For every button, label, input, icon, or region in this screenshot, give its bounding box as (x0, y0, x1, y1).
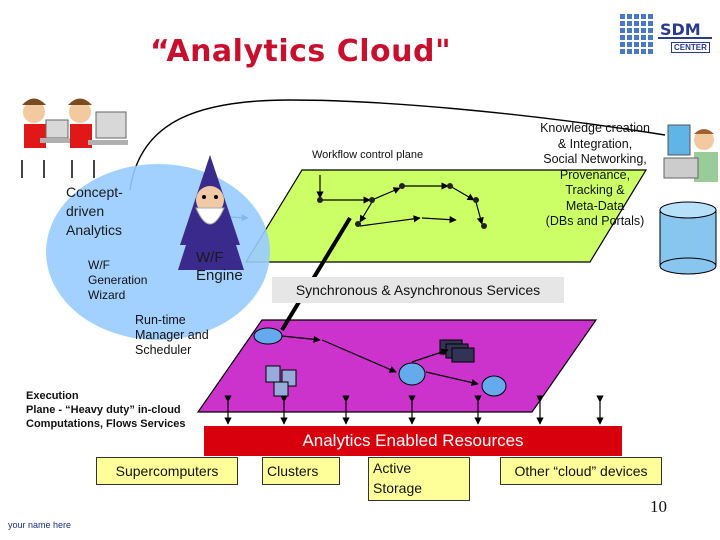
knowledge-line: Meta-Data (565, 198, 625, 213)
page-number: 10 (650, 497, 667, 516)
clusters-box: Clusters (262, 457, 340, 485)
wf-engine-line: Engine (196, 267, 243, 284)
resource-double-arrows (224, 395, 604, 425)
analytics-resources-header: Analytics Enabled Resources (204, 426, 622, 456)
knowledge-line: Knowledge creation (540, 121, 650, 135)
slide-title: “Analytics Cloud" (150, 34, 452, 69)
wf-gen-line: Wizard (88, 288, 126, 302)
knowledge-line: Social Networking, (543, 152, 647, 166)
knowledge-line: (DBs and Portals) (545, 214, 645, 228)
knowledge-line: & Integration, (557, 136, 633, 151)
active-storage-line: Storage (373, 480, 423, 496)
runtime-line: Manager and (135, 328, 209, 342)
active-storage-box: Active Storage (368, 457, 470, 501)
control-plane-nodes (317, 183, 487, 229)
users-clipart (21, 98, 128, 178)
concept-line: driven (66, 203, 105, 219)
execution-plane-links (281, 335, 479, 387)
exec-line: Plane - “Heavy duty” in-cloud (26, 404, 181, 416)
wf-gen-line: Generation (88, 273, 148, 287)
concept-driven-label: Concept- driven Analytics (66, 183, 123, 240)
knowledge-label: Knowledge creation & Integration, Social… (530, 121, 660, 230)
execution-plane-label: Execution Plane - “Heavy duty” in-cloud … (26, 389, 216, 431)
concept-line: Concept- (66, 184, 123, 200)
sdm-logo-grid (620, 14, 653, 54)
runtime-line: Scheduler (135, 343, 192, 357)
active-storage-line: Active (373, 460, 412, 476)
exec-line: Execution (26, 390, 79, 402)
concept-line: Analytics (66, 222, 123, 238)
wf-engine-label: W/F Engine (196, 249, 243, 285)
control-to-execution-line (280, 216, 352, 332)
workflow-control-plane-label: Workflow control plane (312, 149, 424, 161)
footer-text: your name here (8, 520, 72, 530)
control-plane-workflow (316, 175, 484, 227)
logo-line1: SDM (660, 20, 701, 39)
sync-async-services-label: Synchronous & Asynchronous Services (272, 277, 564, 303)
supercomputers-box: Supercomputers (96, 457, 238, 485)
database-icon (659, 201, 717, 275)
exec-line: Computations, Flows Services (26, 418, 186, 430)
feedback-arc (129, 99, 666, 191)
runtime-line: Run-time (135, 313, 186, 327)
scientist-clipart (663, 124, 718, 182)
runtime-manager-label: Run-time Manager and Scheduler (135, 313, 209, 358)
other-cloud-devices-box: Other “cloud” devices (500, 457, 662, 485)
execution-plane-components (253, 327, 507, 397)
logo-line2: CENTER (671, 42, 710, 53)
wf-generation-label: W/F Generation Wizard (88, 258, 147, 303)
wf-engine-line: W/F (196, 249, 224, 266)
wizard-clipart (178, 155, 244, 270)
knowledge-line: Provenance, (559, 167, 631, 182)
knowledge-line: Tracking & (565, 183, 625, 197)
wf-gen-line: W/F (88, 258, 110, 272)
